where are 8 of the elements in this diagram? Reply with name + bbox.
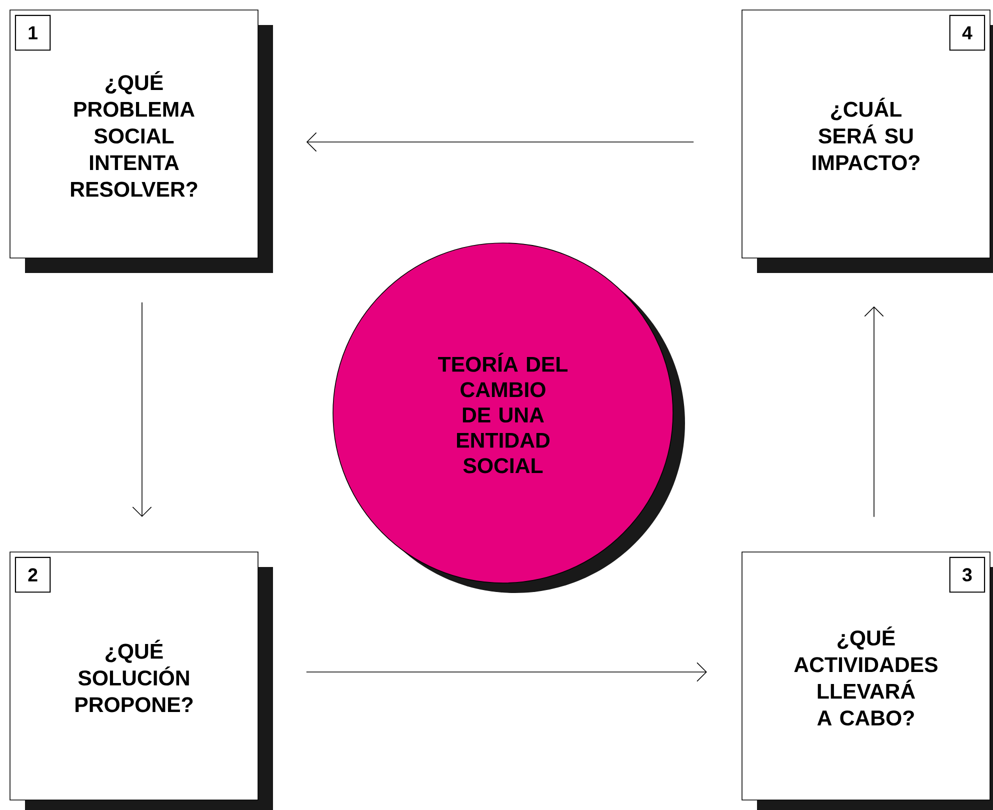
arrow xyxy=(864,306,884,518)
arrow xyxy=(132,302,152,517)
arrow xyxy=(306,132,694,152)
number-tab: 4 xyxy=(949,14,986,51)
number-tab: 1 xyxy=(14,14,51,51)
arrow xyxy=(306,662,707,682)
number-tab: 3 xyxy=(949,556,986,593)
number-tab: 2 xyxy=(14,556,51,593)
